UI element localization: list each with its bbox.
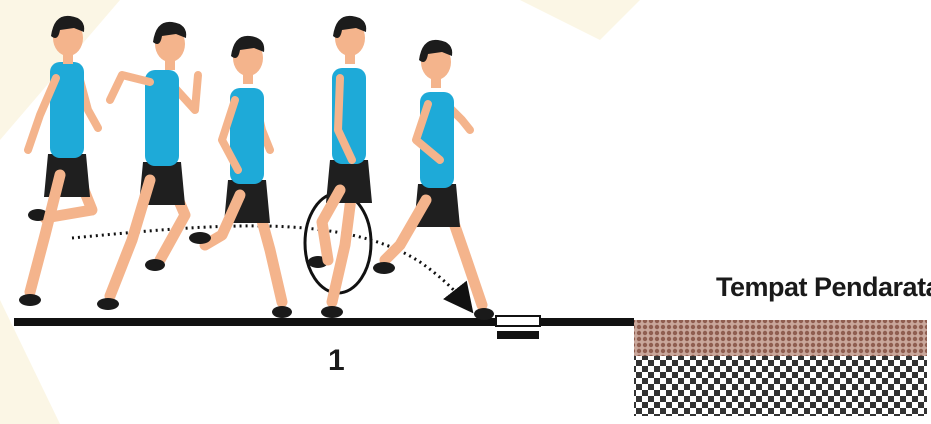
- runner-shoe: [19, 294, 41, 306]
- runner-shoe: [272, 306, 292, 318]
- landing-pit: [634, 356, 927, 416]
- runner-arm: [110, 75, 150, 100]
- runner-shoe: [321, 306, 343, 318]
- step-number-label: 1: [328, 344, 345, 378]
- runner-leg: [110, 180, 150, 296]
- runner-3: [189, 36, 292, 318]
- runner-shoe: [145, 259, 165, 271]
- runner-shoe: [373, 262, 395, 274]
- runner-shoe: [97, 298, 119, 310]
- runner-5: [373, 40, 494, 320]
- landing-sand: [634, 320, 927, 356]
- runner-2: [97, 22, 198, 310]
- runner-4-takeoff: [308, 16, 372, 318]
- runner-leg: [322, 190, 340, 260]
- landing-area-label: Tempat Pendaratan: [716, 272, 931, 303]
- runner-shoe: [189, 232, 211, 244]
- runner-leg: [385, 200, 426, 260]
- runner-shoe: [474, 308, 494, 320]
- takeoff-board: [496, 316, 540, 326]
- takeoff-board-base: [497, 331, 539, 339]
